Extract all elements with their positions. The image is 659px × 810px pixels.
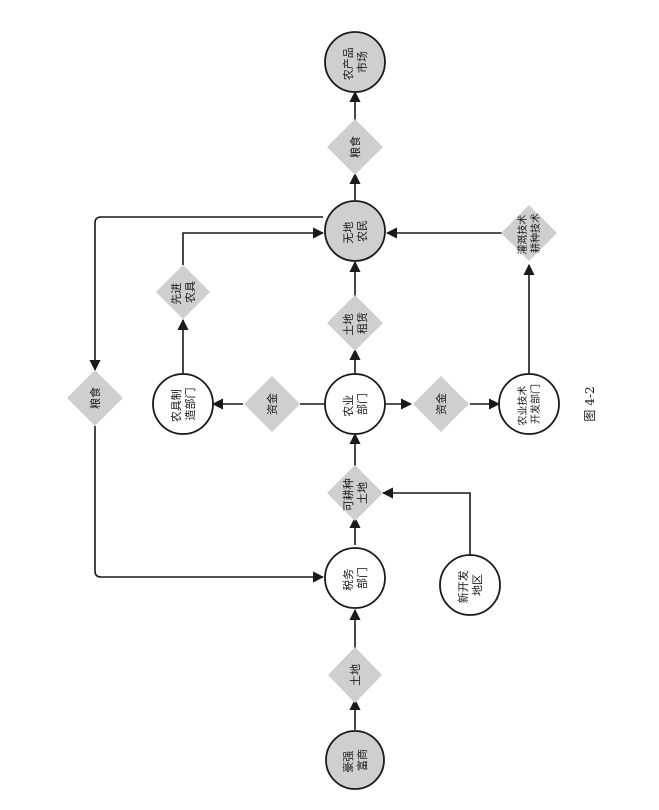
label-line: 农具 — [183, 281, 197, 303]
label-line: 土地 — [356, 482, 369, 504]
node-nongye-jishu-kaifa-bumen: 农业技术 开发部门 — [498, 373, 560, 435]
label-line: 开发部门 — [529, 384, 542, 424]
label-line: 部门 — [355, 567, 369, 589]
diamond-kegengzhong-tudi: 可耕种 土地 — [327, 465, 383, 521]
label-line: 农产品 — [341, 47, 355, 80]
label-line: 农业 — [341, 395, 355, 417]
label-line: 税务 — [341, 569, 355, 591]
svg-text:无地 农民: 无地 农民 — [342, 218, 369, 244]
label-line: 粮食 — [88, 387, 102, 409]
svg-text:土地: 土地 — [349, 664, 362, 686]
svg-text:资金: 资金 — [265, 393, 279, 415]
svg-text:农业技术 开发部门: 农业技术 开发部门 — [516, 382, 542, 425]
label-line: 先进 — [170, 283, 183, 305]
svg-text:土地 租赁: 土地 租赁 — [342, 310, 369, 336]
svg-text:可耕种 土地: 可耕种 土地 — [341, 475, 369, 512]
label-line: 无地 — [342, 222, 355, 244]
diamond-tudi: 土地 — [328, 647, 382, 703]
svg-text:先进 农具: 先进 农具 — [170, 279, 197, 305]
svg-text:农产品 市场: 农产品 市场 — [341, 44, 369, 81]
label-line: 资金 — [265, 393, 279, 415]
edge-xinkaifa-to-kegengzhong — [381, 487, 471, 555]
label-line: 耕种技术 — [529, 213, 542, 253]
diamond-xianjin-nongju: 先进 农具 — [156, 265, 210, 319]
label-line: 粮食 — [348, 136, 362, 158]
node-nongchanpin-shichang: 农产品 市场 — [324, 31, 386, 93]
node-shuiwu-bumen: 税务 部门 — [324, 547, 386, 609]
node-xinkaifa-diqu: 新开发 地区 — [439, 554, 501, 616]
svg-text:豪强 富商: 豪强 富商 — [341, 747, 369, 773]
svg-text:粮食: 粮食 — [348, 136, 362, 158]
diamond-tudi-zulin: 土地 租赁 — [327, 295, 383, 351]
svg-text:灌溉技术 耕种技术: 灌溉技术 耕种技术 — [516, 211, 542, 254]
diamond-zijin-right: 资金 — [413, 376, 469, 432]
diamond-zijin-left: 资金 — [244, 376, 300, 432]
figure-caption: 图 4-2 — [583, 386, 597, 421]
diamond-liangshi-left: 粮食 — [67, 370, 123, 426]
svg-text:粮食: 粮食 — [88, 387, 102, 409]
label-line: 灌溉技术 — [516, 215, 529, 255]
edges — [89, 90, 535, 730]
label-line: 资金 — [434, 393, 448, 415]
svg-text:农具制 造部门: 农具制 造部门 — [169, 386, 197, 423]
label-line: 造部门 — [183, 388, 197, 421]
svg-text:新开发 地区: 新开发 地区 — [456, 567, 484, 604]
label-line: 土地 — [342, 314, 355, 336]
edge-wudi-to-liangshi-left — [89, 216, 323, 372]
label-line: 富商 — [355, 749, 369, 771]
label-line: 新开发 — [456, 570, 470, 603]
diamond-liangshi-top: 粮食 — [327, 119, 383, 175]
label-line: 农业技术 — [516, 386, 529, 426]
label-line: 可耕种 — [341, 478, 355, 511]
svg-text:资金: 资金 — [434, 393, 448, 415]
label-line: 部门 — [355, 393, 369, 415]
label-line: 市场 — [355, 51, 369, 73]
node-haoqiang-fushang: 豪强 富商 — [325, 730, 385, 790]
label-line: 豪强 — [341, 751, 355, 773]
label-line: 农具制 — [169, 389, 183, 422]
svg-text:税务 部门: 税务 部门 — [341, 565, 369, 591]
node-wudi-nongmin: 无地 农民 — [324, 200, 386, 262]
diamond-guangai-gengzhong-jishu: 灌溉技术 耕种技术 — [501, 205, 557, 261]
label-line: 土地 — [349, 664, 362, 686]
edge-xianjin-to-wudi — [182, 227, 325, 265]
label-line: 农民 — [355, 220, 369, 242]
edge-liangshi-left-to-shuiwu — [94, 426, 325, 583]
svg-text:农业 部门: 农业 部门 — [341, 391, 369, 417]
node-nongju-zhizao-bumen: 农具制 造部门 — [152, 373, 214, 435]
label-line: 地区 — [471, 574, 484, 596]
label-line: 租赁 — [355, 312, 369, 334]
node-nongye-bumen: 农业 部门 — [324, 373, 386, 435]
